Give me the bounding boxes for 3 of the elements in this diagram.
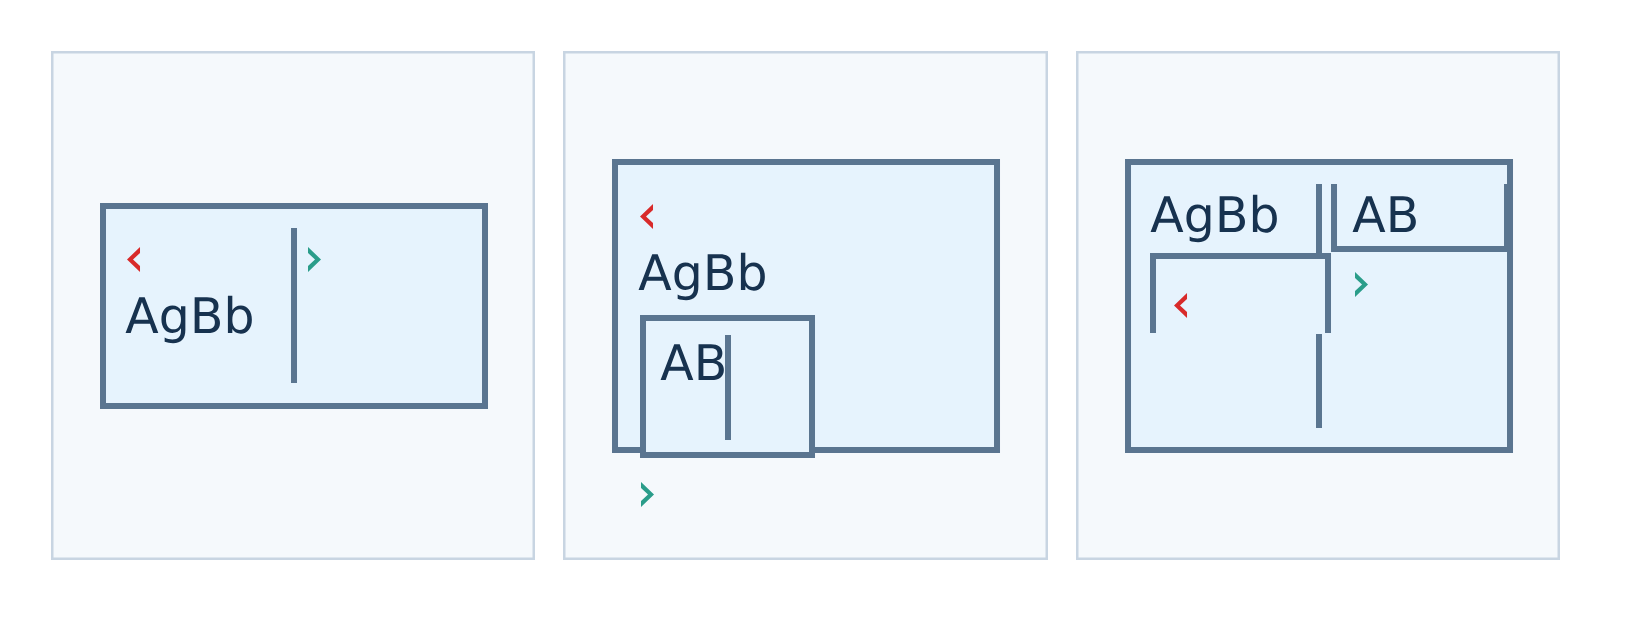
open-cell: AB: [1331, 184, 1510, 252]
text-box: AB: [640, 315, 815, 458]
text-box: AgBb: [100, 203, 488, 409]
